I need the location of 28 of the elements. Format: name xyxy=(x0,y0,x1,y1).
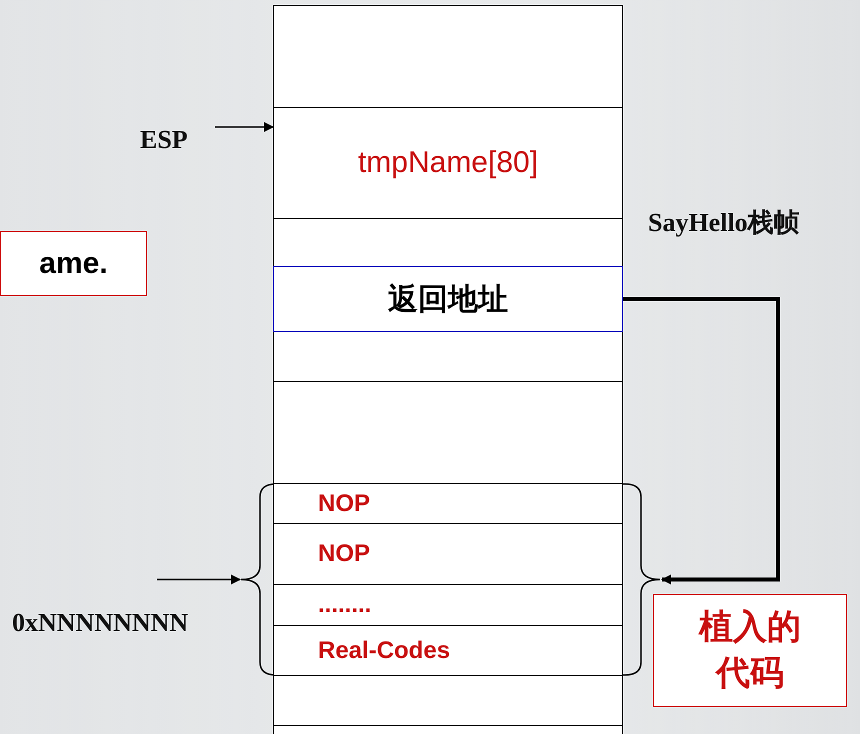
code-region-brace xyxy=(240,483,661,676)
instruction-label: ........ xyxy=(318,591,372,619)
arrow xyxy=(215,122,274,132)
note-box xyxy=(653,594,847,707)
stack-slot xyxy=(273,483,623,524)
stack-slot xyxy=(273,523,623,585)
frame-label: SayHello栈帧 xyxy=(648,207,800,239)
stack-slot xyxy=(273,107,623,219)
note-text: ame. xyxy=(39,246,108,280)
frame-label: 0xNNNNNNNN xyxy=(12,608,188,638)
note-box xyxy=(0,231,147,296)
stack-slot xyxy=(273,331,623,382)
instruction-label: Real-Codes xyxy=(318,636,450,664)
stack-slot xyxy=(273,584,623,626)
return-address-slot xyxy=(273,266,623,332)
instruction-label: NOP xyxy=(318,540,370,568)
variable-name: tmpName[80] xyxy=(358,146,538,180)
stack-slot xyxy=(273,675,623,726)
instruction-label: NOP xyxy=(318,490,370,518)
stack-slot xyxy=(273,5,623,108)
slot-label: 返回地址 xyxy=(388,282,508,318)
stack-slot xyxy=(273,381,623,484)
stack-slot xyxy=(273,218,623,267)
arrow xyxy=(623,297,780,584)
register-name: ESP xyxy=(140,125,188,154)
arrow xyxy=(157,574,241,584)
stack-slot xyxy=(273,625,623,676)
note-text: 植入的代码 xyxy=(697,606,802,694)
